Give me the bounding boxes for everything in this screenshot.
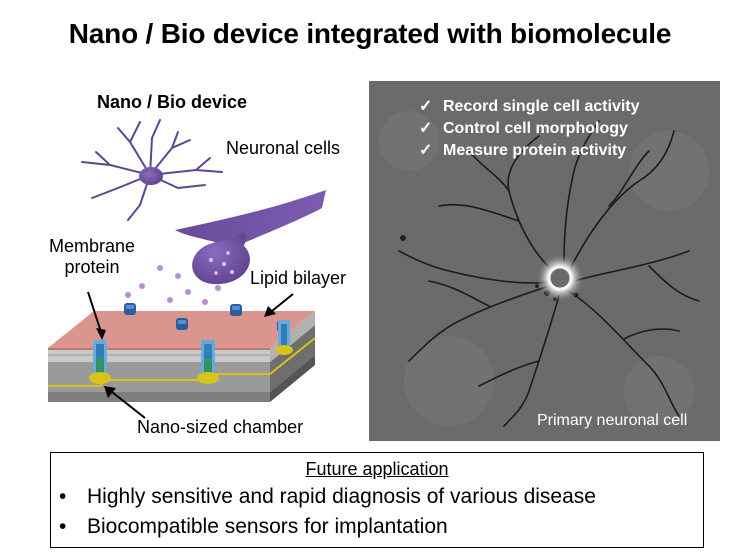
- check-list: ✓Record single cell activity ✓Control ce…: [419, 96, 640, 162]
- list-item: •Biocompatible sensors for implantation: [59, 512, 596, 542]
- check-item: ✓Measure protein activity: [419, 140, 640, 162]
- label-neuronal-cells: Neuronal cells: [226, 138, 341, 158]
- check-item: ✓Record single cell activity: [419, 96, 640, 118]
- label-lipid-bilayer: Lipid bilayer: [250, 268, 347, 288]
- future-application-box: Future application •Highly sensitive and…: [50, 452, 704, 548]
- neuron-dendrites: [81, 119, 223, 221]
- neuron-soma: [139, 167, 163, 185]
- label-nano-sized-chamber: Nano-sized chamber: [137, 417, 304, 437]
- cell-body: [547, 265, 573, 291]
- bullet-icon: •: [59, 485, 67, 508]
- electrode-line: [48, 373, 270, 387]
- chip-bottom-layer: [48, 392, 270, 402]
- synaptic-bouton: [192, 232, 250, 285]
- diagram-heading: Nano / Bio device: [97, 92, 248, 112]
- device-illustration: [48, 119, 326, 419]
- chip-side: [270, 325, 315, 392]
- slide-title: Nano / Bio device integrated with biomol…: [68, 18, 672, 49]
- list-item: •Highly sensitive and rapid diagnosis of…: [59, 482, 596, 512]
- neurites: [398, 120, 700, 427]
- checkmark-icon: ✓: [419, 120, 433, 137]
- neuron-micrograph: ✓Record single cell activity ✓Control ce…: [369, 81, 720, 441]
- bullet-icon: •: [59, 515, 67, 538]
- bouton-vesicles: [209, 251, 234, 275]
- check-item: ✓Control cell morphology: [419, 118, 640, 140]
- micrograph-image: [369, 81, 720, 441]
- future-application-title: Future application: [305, 459, 449, 479]
- axon: [175, 190, 326, 248]
- checkmark-icon: ✓: [419, 98, 433, 115]
- nano-chambers: [89, 320, 293, 384]
- checkmark-icon: ✓: [419, 142, 433, 159]
- label-membrane-protein: Membrane protein: [48, 236, 136, 277]
- photo-caption: Primary neuronal cell: [537, 412, 688, 429]
- chip-front: [48, 362, 270, 392]
- leader-arrows: [87, 291, 294, 419]
- nano-bio-device-diagram: Nano / Bio device Neuronal cells Membran…: [0, 70, 365, 450]
- future-application-list: •Highly sensitive and rapid diagnosis of…: [59, 482, 596, 542]
